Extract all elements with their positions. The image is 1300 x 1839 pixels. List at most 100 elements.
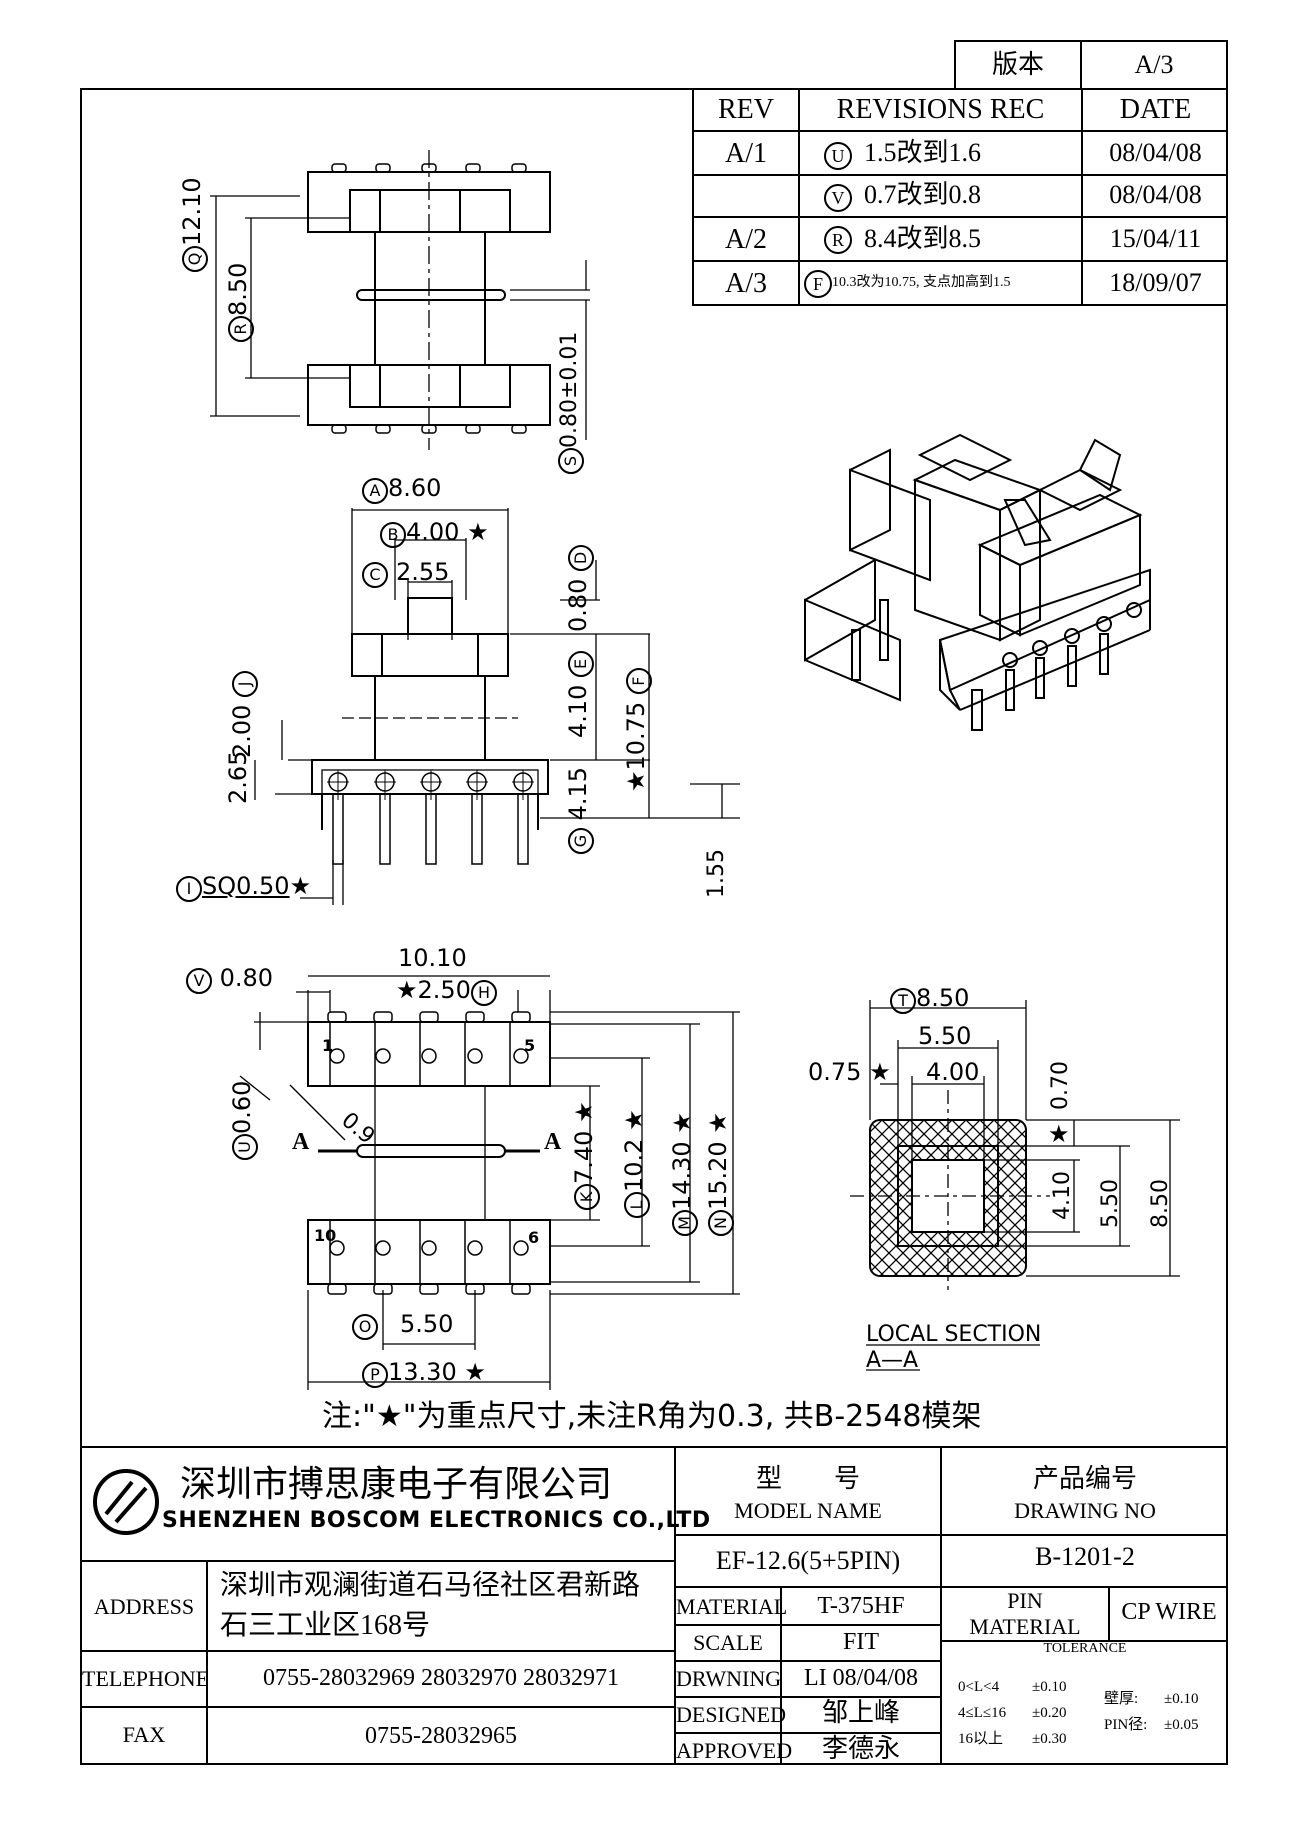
drawing-by-value: LI 08/04/08: [804, 1665, 918, 1691]
t-value: 8.50: [916, 984, 970, 1012]
address-line-1: 深圳市观澜街道石马径社区君新路: [220, 1570, 641, 1601]
pin-material-label-1: PIN: [1007, 1588, 1043, 1613]
dim-m-label: M14.30 ★: [668, 1112, 698, 1236]
fax-value: 0755-28032965: [365, 1723, 517, 1749]
rev-row-4-text: 10.3改为10.75, 支点加高到1.5: [832, 275, 1011, 290]
rev-row-3-date: 15/04/11: [1109, 224, 1202, 253]
bottom-view: [239, 975, 740, 1390]
dim-f-label: ★10.75 F: [622, 668, 652, 792]
rev-row-4-date: 18/09/07: [1109, 268, 1202, 297]
dim-g-label: G 4.15: [564, 767, 594, 854]
i-circle: I: [176, 876, 202, 902]
rev-row-1-mark: U: [824, 142, 852, 170]
m-circle: M: [672, 1210, 698, 1236]
scale-label: SCALE: [693, 1630, 763, 1655]
p-value: 13.30: [388, 1358, 457, 1386]
h-value: 2.50: [417, 976, 471, 1004]
material-value: T-375HF: [817, 1593, 905, 1619]
top-view: [210, 150, 590, 450]
pin-dia-value: ±0.05: [1164, 1717, 1199, 1733]
date-header: DATE: [1119, 94, 1192, 125]
tol-range-1: 0<L<4: [958, 1679, 1000, 1695]
section-mark-right: A: [544, 1129, 562, 1155]
k-circle: K: [574, 1184, 600, 1210]
e-value: 4.10: [564, 684, 592, 738]
c-circle: C: [362, 562, 388, 588]
version-label: 版本: [991, 50, 1044, 79]
e-circle: E: [568, 650, 594, 677]
rev-row-2-text: 0.7改到0.8: [864, 180, 982, 209]
s-circle: S: [558, 448, 584, 474]
dim-width-value: 10.10: [398, 944, 467, 972]
rev-row-3-rev: A/2: [725, 224, 767, 255]
s-value: 0.80±0.01: [557, 331, 582, 448]
address-label: ADDRESS: [93, 1594, 195, 1619]
o-circle: O: [352, 1314, 378, 1340]
section-h4: 8.50: [1148, 1179, 1173, 1228]
d-value: 0.80: [564, 578, 592, 632]
drawing-frame: [80, 88, 1228, 1765]
section-side: 0.75 ★: [808, 1058, 891, 1086]
b-circle: B: [380, 522, 406, 548]
section-h1: 0.70: [1048, 1061, 1073, 1110]
dim-v-label: V 0.80: [186, 966, 273, 994]
section-side-value: 0.75: [808, 1058, 862, 1086]
rev-row-3-mark: R: [824, 226, 852, 254]
u-circle: U: [232, 1134, 258, 1160]
dim-l-label: L10.2 ★: [620, 1109, 650, 1218]
h-circle: H: [470, 980, 497, 1006]
q-circle: Q: [182, 246, 208, 272]
model-value: EF-12.6(5+5PIN): [715, 1546, 901, 1575]
v-value: 0.80: [219, 964, 274, 992]
k-value: 7.40: [570, 1130, 598, 1184]
r-circle: R: [228, 316, 254, 342]
dim-j2-value: 2.65: [224, 750, 252, 804]
rev-row-1-rev: A/1: [725, 138, 767, 169]
i-value: SQ0.50: [202, 872, 290, 900]
side-view: [254, 508, 740, 905]
approved-label: APPROVED: [676, 1738, 793, 1763]
n-value: 15.20: [704, 1141, 732, 1210]
wall-value: ±0.10: [1164, 1691, 1199, 1707]
m-value: 14.30: [668, 1141, 696, 1210]
company-name-cn: 深圳市搏思康电子有限公司: [180, 1464, 613, 1504]
company-name-en: SHENZHEN BOSCOM ELECTRONICS CO.,LTD: [162, 1508, 711, 1533]
designed-label: DESIGNED: [676, 1702, 786, 1727]
rev-row-2-date: 08/04/08: [1109, 180, 1202, 209]
dim-k-label: K7.40 ★: [570, 1101, 600, 1210]
approved-value: 李德永: [821, 1734, 900, 1763]
rev-header: REV: [718, 94, 774, 125]
material-label: MATERIAL: [676, 1594, 788, 1619]
dim-extra-value: 1.55: [704, 849, 729, 898]
drawing-by-label: DRWNING: [676, 1666, 782, 1691]
f-circle: F: [626, 668, 652, 695]
pin-dia-label: PIN径:: [1104, 1717, 1148, 1733]
section-h2: 4.10: [1050, 1171, 1075, 1220]
drawing-no-label-en: DRAWING NO: [1014, 1498, 1156, 1523]
rev-row-2-mark: V: [824, 184, 852, 212]
b-value: 4.00: [406, 518, 460, 546]
address-line-2: 石三工业区168号: [220, 1610, 431, 1641]
drawing-no-value: B-1201-2: [1035, 1542, 1135, 1571]
tol-val-3: ±0.30: [1032, 1731, 1067, 1747]
tol-range-3: 16以上: [958, 1731, 1004, 1747]
c-value: 2.55: [396, 558, 450, 586]
l-circle: L: [624, 1192, 650, 1218]
n-circle: N: [708, 1210, 734, 1236]
company-logo-icon: [93, 1469, 159, 1535]
pin-10-label: 10: [314, 1226, 337, 1245]
dim-r-label: R8.50: [224, 262, 254, 342]
revisions-rec-header: REVISIONS REC: [836, 94, 1045, 125]
section-mark-left: A: [292, 1129, 310, 1155]
telephone-value: 0755-28032969 28032970 28032971: [263, 1665, 619, 1691]
pin-6-label: 6: [528, 1228, 540, 1247]
r-value: 8.50: [224, 262, 252, 316]
t-circle: T: [890, 988, 916, 1014]
j-circle: J: [232, 670, 258, 697]
pin-material-value: CP WIRE: [1121, 1599, 1217, 1625]
a-value: 8.60: [388, 474, 442, 502]
designed-value: 邹上峰: [821, 1698, 900, 1727]
